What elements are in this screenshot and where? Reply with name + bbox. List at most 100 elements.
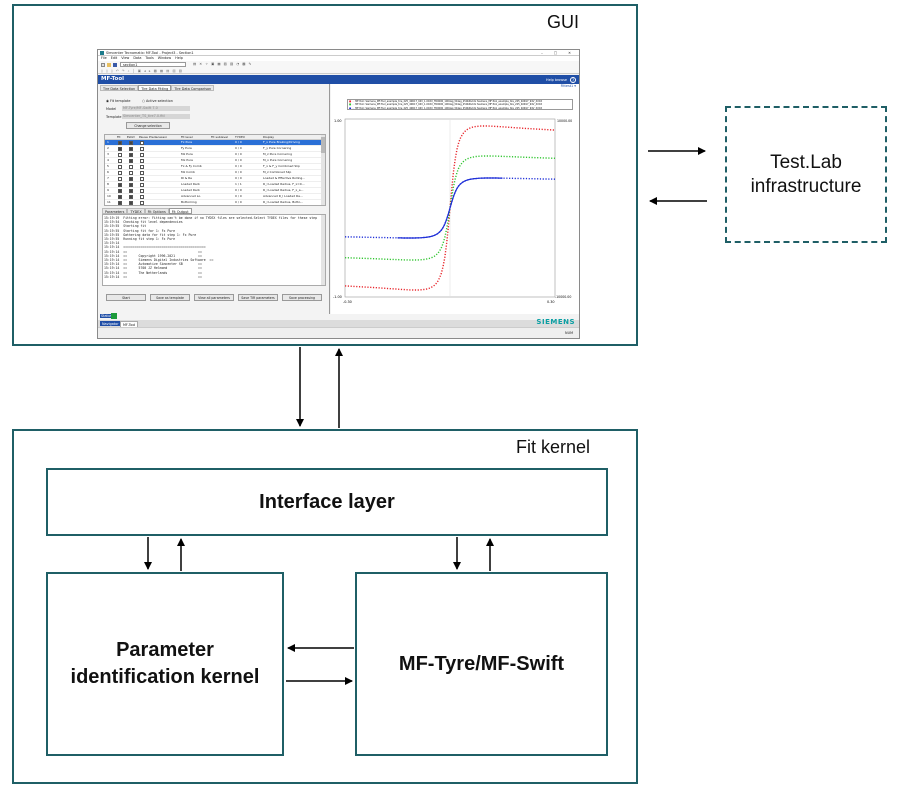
menu-tools[interactable]: Tools — [145, 56, 154, 60]
estim-checkbox[interactable] — [129, 159, 133, 163]
table-scrollbar[interactable] — [321, 135, 325, 205]
table-header-cell[interactable]: Predecessor — [149, 135, 168, 139]
fit-checkbox[interactable] — [118, 165, 122, 169]
radio-active-selection[interactable]: ○ Active selection — [142, 99, 173, 103]
log-line: 15:19:55 Starting fit — [104, 224, 147, 229]
view-parameters-button[interactable]: View all parameters — [194, 294, 234, 301]
tab-comparison[interactable]: Tire Data Comparison — [171, 85, 215, 91]
gui-label: GUI — [547, 12, 580, 32]
fit-level: Fx & Fy Comb — [181, 164, 202, 168]
tab-fitting[interactable]: Tire Data Fitting — [138, 85, 172, 91]
table-header-cell[interactable]: Fit sublevel — [211, 135, 228, 139]
section-combo[interactable]: section1 — [120, 62, 186, 67]
fitting-tabs: Tire Data Selection Tire Data Fitting Ti… — [100, 85, 215, 91]
menu-data[interactable]: Data — [133, 56, 142, 60]
nav-tab-navigator[interactable]: Navigator — [100, 321, 121, 326]
save-tir-button[interactable]: Save TIR parameters — [238, 294, 278, 301]
help-icon[interactable]: ? — [570, 76, 576, 83]
log-scrollbar[interactable] — [321, 215, 325, 285]
fit-checkbox[interactable] — [140, 177, 144, 181]
fit-checkbox[interactable] — [118, 171, 122, 175]
tab-parameters[interactable]: Parameters — [102, 208, 128, 214]
menu-view[interactable]: View — [121, 56, 130, 60]
menu-file[interactable]: File — [101, 56, 107, 60]
fit-checkbox[interactable] — [140, 195, 144, 199]
log-line: 15:19:14 == Copyright 1996-2021 == — [104, 253, 202, 258]
plot-options[interactable]: Fittest1 ▾ — [560, 84, 576, 88]
estim-checkbox[interactable] — [129, 171, 133, 175]
table-header-cell[interactable]: Fit level — [181, 135, 193, 139]
fit-checkbox[interactable] — [118, 153, 122, 157]
fit-checkbox[interactable] — [140, 201, 144, 205]
estim-checkbox[interactable] — [129, 201, 133, 205]
estim-checkbox[interactable] — [129, 195, 133, 199]
row-number: 8 — [107, 182, 109, 186]
radio-fit-template[interactable]: ◉ Fit template — [106, 99, 131, 103]
menu-help[interactable]: Help — [175, 56, 183, 60]
menu-edit[interactable]: Edit — [110, 56, 118, 60]
fit-checkbox[interactable] — [118, 195, 122, 199]
mf-tyre-label: MF-Tyre/MF-Swift — [398, 652, 565, 675]
fit-checkbox[interactable] — [118, 141, 122, 145]
window-controls[interactable]: – □ ✕ — [541, 50, 576, 55]
toolbar-icons-2[interactable]: ▯ ▯ ▯ ↶ ↷ ⌕ │ ▣ ◂ ▸ ▩ ▦ ▤ ▥ ▧ — [101, 68, 183, 73]
open-icon[interactable] — [107, 62, 111, 67]
fit-checkbox[interactable] — [140, 165, 144, 169]
log-line: 15:19:19 Fitting error: Fitting can't be… — [104, 216, 318, 220]
tab-fit-options[interactable]: Fit Options — [144, 208, 169, 214]
menu-window[interactable]: Window — [157, 56, 172, 60]
save-processing-button[interactable]: Save processing — [282, 294, 322, 301]
fit-checkbox[interactable] — [140, 183, 144, 187]
estim-checkbox[interactable] — [129, 153, 133, 157]
estim-checkbox[interactable] — [129, 189, 133, 193]
table-header-cell[interactable]: Fit — [117, 135, 121, 139]
new-icon[interactable] — [101, 62, 105, 67]
plot-area[interactable]: 1.00 -1.00 10000.00 -10000.00 -0.30 0.30 — [331, 114, 579, 314]
table-header-cell[interactable]: TYDEX — [235, 135, 245, 139]
save-icon[interactable] — [113, 62, 117, 67]
fit-checkbox[interactable] — [140, 189, 144, 193]
estim-checkbox[interactable] — [129, 183, 133, 187]
fit-checkbox[interactable] — [140, 171, 144, 175]
fit-checkbox[interactable] — [140, 147, 144, 151]
tab-tydex[interactable]: TYDEX — [127, 208, 145, 214]
toolbar-icons-1[interactable]: ▤ ✕ ✧ ▣ ▦ ▨ ▧ ◔ ▩ ✎ — [193, 62, 253, 66]
fit-checkbox[interactable] — [118, 177, 122, 181]
change-selection-button[interactable]: Change selection — [126, 122, 170, 129]
fit-checkbox[interactable] — [118, 159, 122, 163]
tab-selection[interactable]: Tire Data Selection — [100, 85, 139, 91]
table-header-cell[interactable]: Estim — [127, 135, 136, 139]
table-header-cell[interactable]: Display — [263, 135, 275, 139]
display-name: R_l Loaded Radius, F_x=0... — [263, 182, 305, 186]
start-button[interactable]: Start — [106, 294, 146, 301]
estim-checkbox[interactable] — [129, 147, 133, 151]
template-field[interactable]: Simcenter_TS_tire7.0.fttl — [122, 114, 190, 119]
fit-checkbox[interactable] — [140, 141, 144, 145]
estim-checkbox[interactable] — [129, 165, 133, 169]
table-header-cell[interactable]: Pause — [139, 135, 148, 139]
estim-checkbox[interactable] — [129, 141, 133, 145]
help-browse[interactable]: Help browse — [546, 77, 567, 82]
estim-checkbox[interactable] — [129, 177, 133, 181]
fit-checkbox[interactable] — [118, 147, 122, 151]
tab-fit-output[interactable]: Fit Output — [168, 208, 192, 214]
fit-checkbox[interactable] — [118, 201, 122, 205]
save-template-button[interactable]: Save as template — [150, 294, 190, 301]
fit-checkbox[interactable] — [140, 153, 144, 157]
model-field[interactable]: MF-Tyre/MF-Swift 7.0 — [122, 106, 190, 111]
fit-checkbox[interactable] — [140, 159, 144, 163]
fit-checkbox[interactable] — [118, 183, 122, 187]
fit-checkbox[interactable] — [118, 189, 122, 193]
